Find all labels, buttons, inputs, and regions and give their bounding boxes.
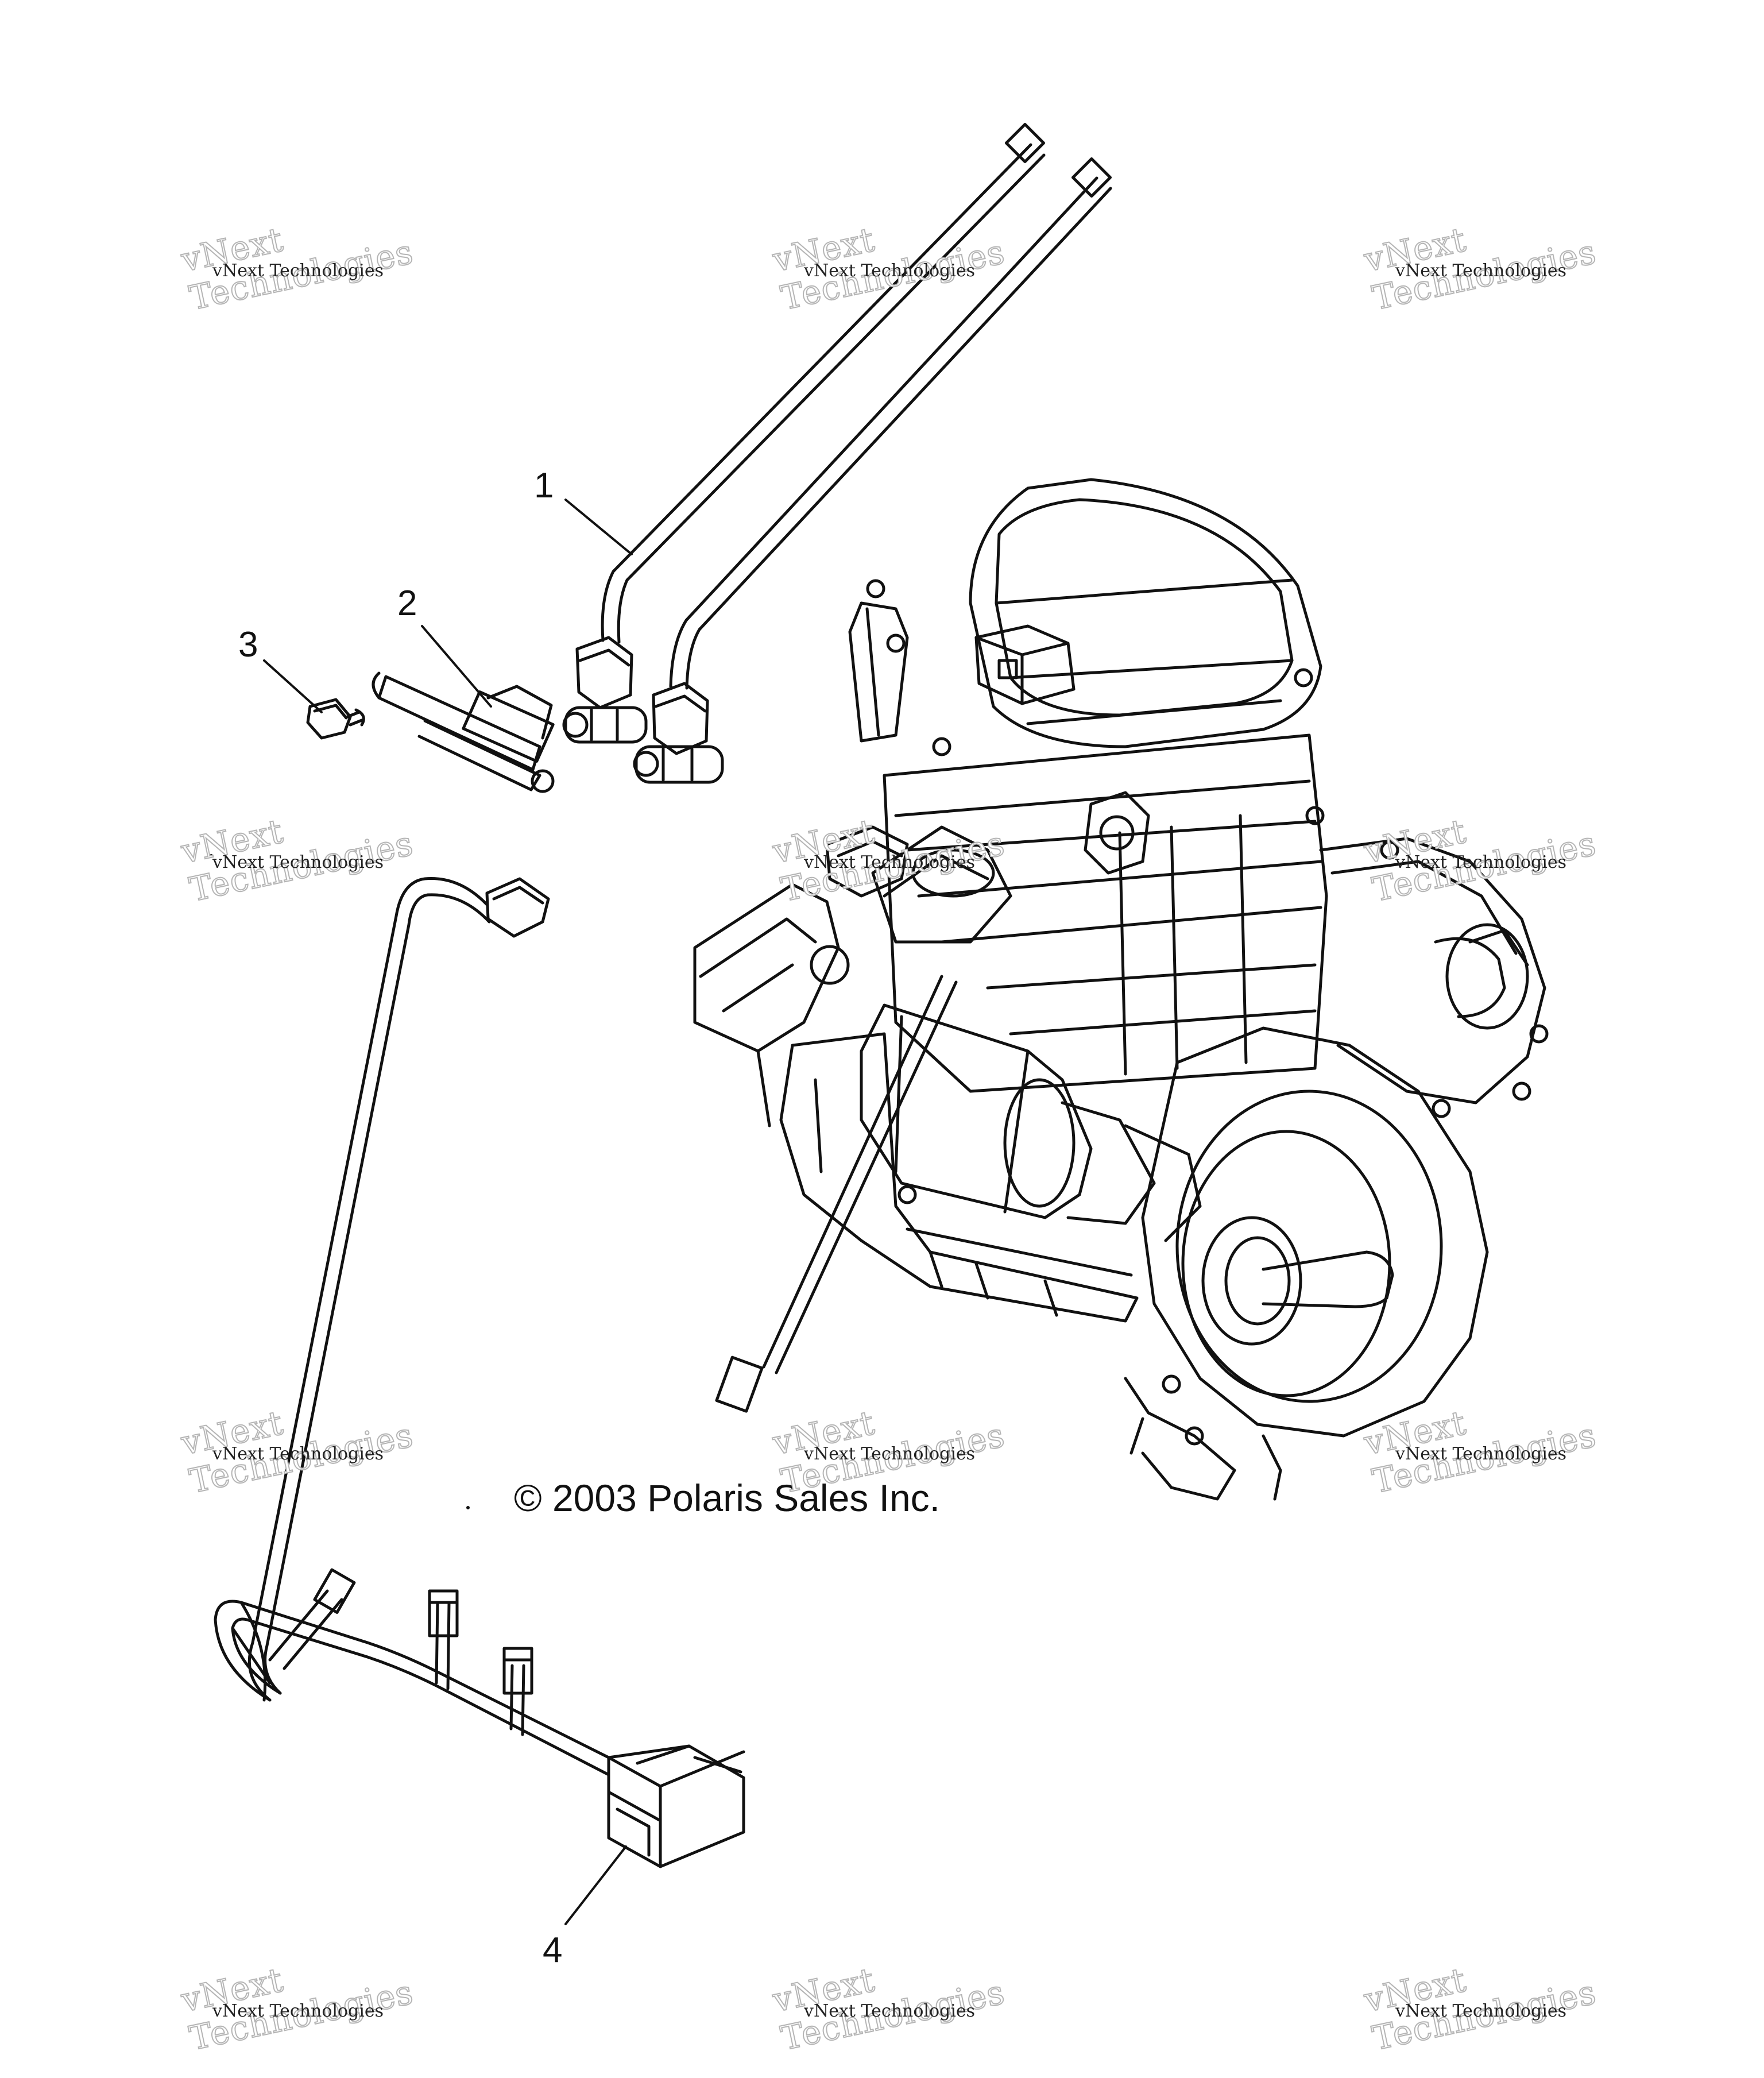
callout-4: 4 [543, 1930, 563, 1970]
watermark-text: vNext Technologies [212, 261, 384, 281]
injector-wire-harness-part-1 [562, 122, 1112, 784]
watermark-text: vNext Technologies [804, 1444, 976, 1464]
wire-harness-part-4 [214, 877, 745, 1868]
watermark-text: vNext Technologies [1395, 1444, 1567, 1464]
watermark-text: vNext Technologies [1395, 852, 1567, 872]
copyright-text: © 2003 Polaris Sales Inc. [514, 1477, 941, 1519]
watermark-text: vNext Technologies [804, 852, 976, 872]
callout-1: 1 [534, 466, 554, 505]
callout-3: 3 [238, 625, 258, 665]
fuel-rail-part-2 [372, 671, 555, 793]
watermark-text: vNext Technologies [1395, 261, 1567, 281]
leader-4 [564, 1845, 627, 1925]
leader-2 [421, 625, 492, 708]
watermark-text: vNext Technologies [212, 1444, 384, 1464]
watermark-text: vNext Technologies [1395, 2001, 1567, 2021]
leader-1 [564, 499, 633, 555]
callout-leaders [263, 499, 633, 1925]
watermark-text: vNext Technologies [804, 2001, 976, 2021]
screw-part-3 [306, 698, 365, 740]
engine-assembly [693, 478, 1549, 1501]
watermark-text: vNext Technologies [212, 2001, 384, 2021]
watermark-text: vNext Technologies [804, 261, 976, 281]
callout-2: 2 [397, 584, 417, 623]
leader-3 [263, 659, 323, 713]
watermark-text: vNext Technologies [212, 852, 384, 872]
